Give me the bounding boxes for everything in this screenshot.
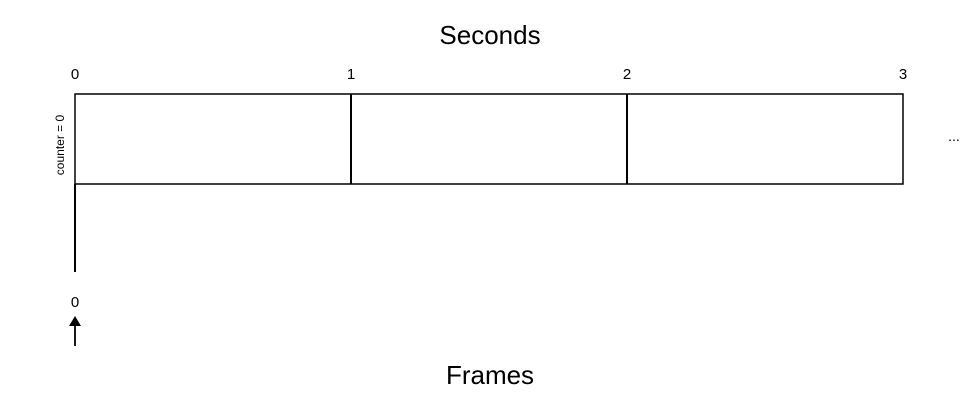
seconds-tick-3: 3: [899, 66, 907, 83]
counter-label: counter = 0: [53, 114, 67, 175]
up-arrow-icon: [69, 316, 81, 346]
seconds-tick-1: 1: [347, 66, 355, 83]
seconds-tick-0: 0: [71, 66, 79, 83]
seconds-track: [74, 93, 904, 185]
seconds-tick-2: 2: [623, 66, 631, 83]
frame-tick-0: 0: [71, 294, 79, 311]
continuation-ellipsis: ...: [948, 128, 960, 144]
frames-title: Frames: [446, 360, 534, 390]
seconds-title: Seconds: [439, 20, 540, 50]
